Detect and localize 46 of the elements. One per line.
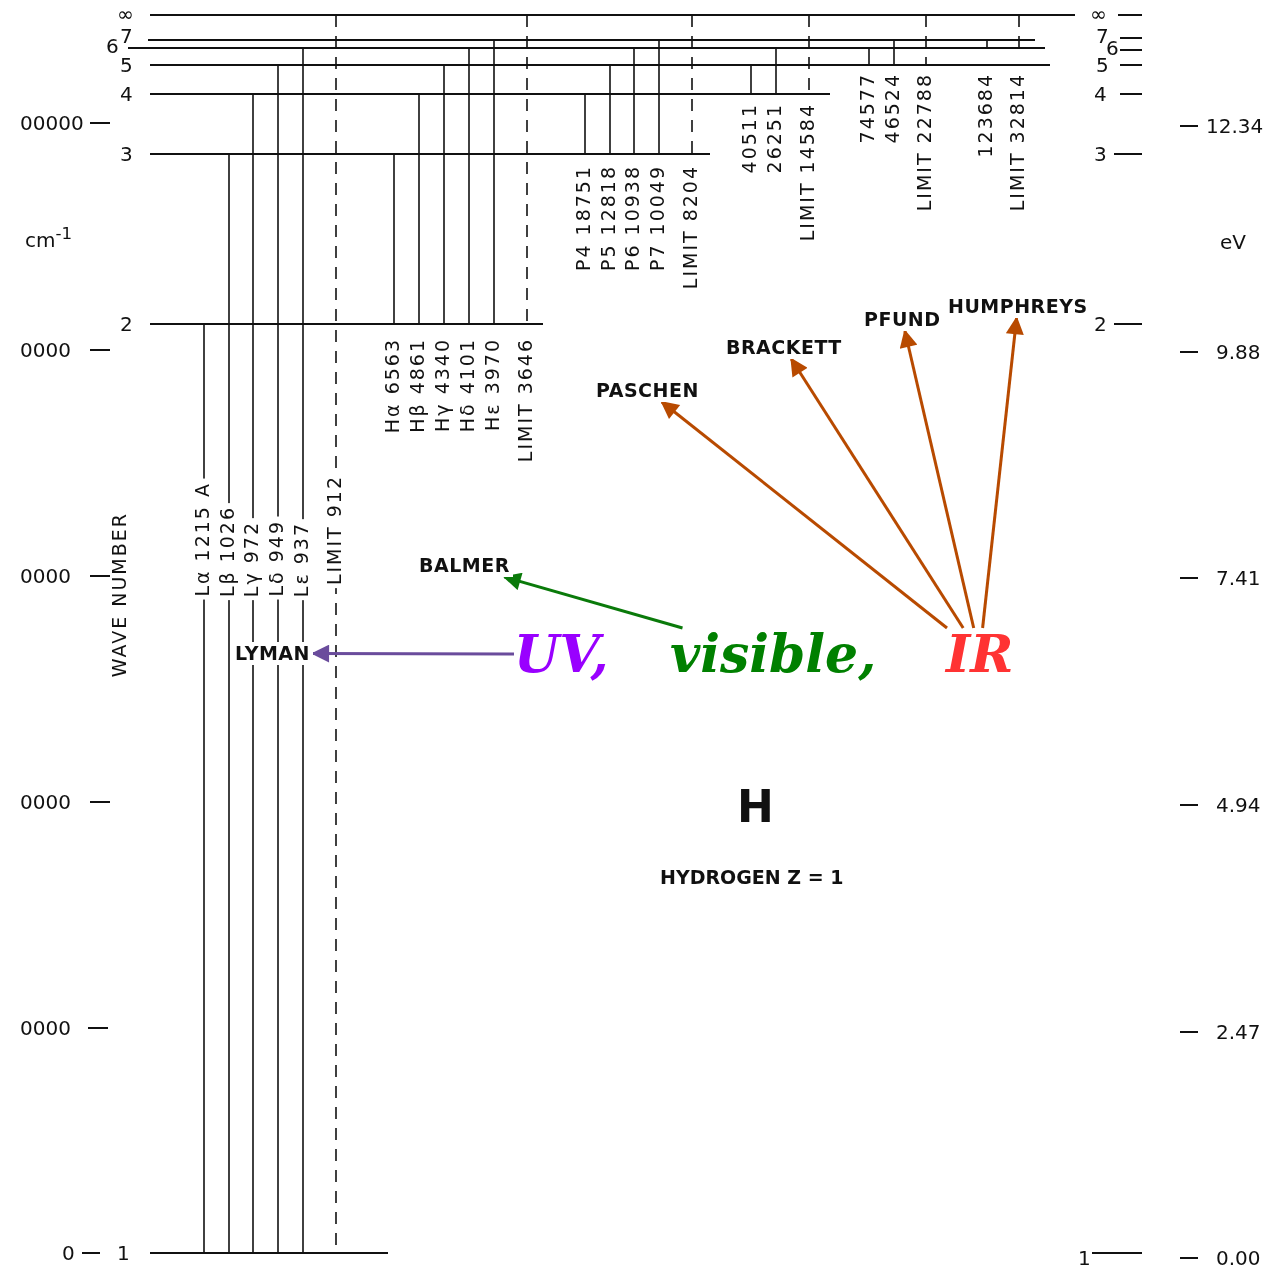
level-number: ∞ (1090, 4, 1107, 24)
axis-value: 4.94 (1216, 795, 1261, 815)
level-number: 5 (120, 55, 133, 75)
level-number: 7 (1096, 26, 1109, 46)
element-symbol: H (737, 785, 774, 829)
level-number: 3 (120, 144, 133, 164)
arrow (311, 644, 514, 663)
axis-value: 0 (62, 1243, 75, 1263)
line-label: Lε 937 (292, 518, 311, 600)
spectral-region-label: UV, (514, 628, 609, 680)
axis-value: 0.00 (1216, 1248, 1261, 1268)
level-number: 2 (120, 314, 133, 334)
arrow (502, 572, 683, 630)
axis-value: 0000 (20, 340, 71, 360)
level-number: 6 (1106, 38, 1119, 58)
level-number: 3 (1094, 144, 1107, 164)
element-name: HYDROGEN Z = 1 (660, 868, 844, 887)
axis-value: 12.34 (1206, 116, 1264, 136)
level-number: 4 (120, 84, 133, 104)
arrow (899, 329, 976, 629)
axis-value: 2.47 (1216, 1022, 1261, 1042)
level-number: 6 (106, 36, 119, 56)
level-number: 4 (1094, 84, 1107, 104)
level-number: 1 (117, 1243, 130, 1263)
axis-unit: eV (1220, 232, 1246, 252)
level-number: 2 (1094, 314, 1107, 334)
spectral-region-label: visible, (670, 628, 877, 680)
level-number: 5 (1096, 55, 1109, 75)
axis-value: 0000 (20, 792, 71, 812)
axis-value: 7.41 (1216, 568, 1261, 588)
line-label: Lβ 1026 (218, 502, 237, 600)
level-number: ∞ (117, 4, 134, 24)
axis-unit: cm$^{-1}$ (25, 226, 73, 250)
axis-value: 9.88 (1216, 342, 1261, 362)
axis-value: 0000 (20, 566, 71, 586)
axis-value: 00000 (20, 113, 84, 133)
arrow (981, 316, 1024, 629)
line-label: Lγ 972 (242, 517, 261, 600)
line-label: Lδ 949 (267, 517, 286, 600)
level-number: 7 (120, 26, 133, 46)
axis-value: 0000 (20, 1018, 71, 1038)
level-number: 1 (1078, 1248, 1091, 1268)
line-label: Lα 1215 A (193, 479, 212, 600)
arrow (790, 357, 965, 629)
spectral-region-label: IR (946, 628, 1014, 680)
arrow (660, 400, 948, 630)
